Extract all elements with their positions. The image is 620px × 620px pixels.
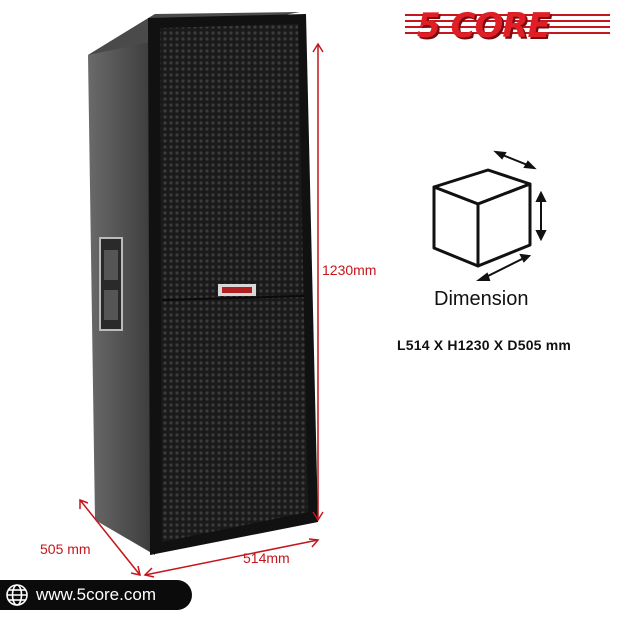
height-label: 1230mm [322, 262, 377, 278]
website-badge[interactable]: www.5core.com [0, 580, 192, 610]
globe-icon [6, 584, 28, 606]
logo-text: 5 CORE [417, 6, 551, 46]
dimension-title: Dimension [434, 288, 529, 310]
cube-dimension-icon [432, 150, 547, 281]
dimension-summary: L514 X H1230 X D505 mm [397, 337, 572, 353]
brand-logo: 5 CORE [405, 6, 610, 46]
width-label: 514mm [243, 550, 290, 566]
website-link[interactable]: www.5core.com [36, 585, 156, 604]
logo-stripes [405, 14, 610, 40]
depth-label: 505 mm [40, 541, 91, 557]
